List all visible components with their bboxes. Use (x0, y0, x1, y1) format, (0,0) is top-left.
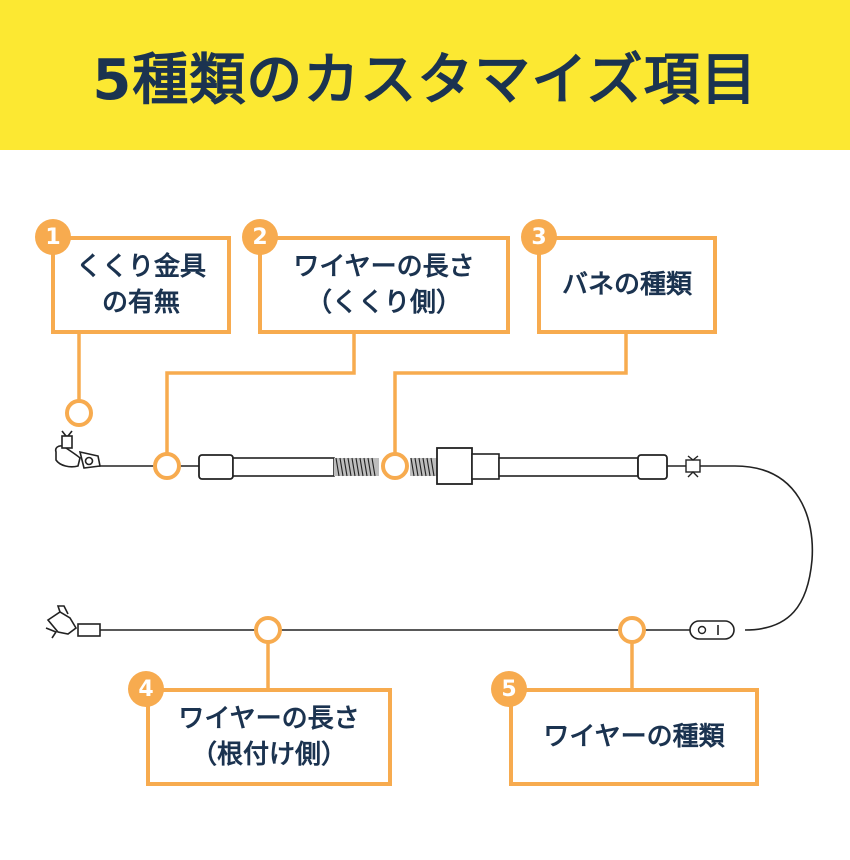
badge-2: 2 (242, 219, 278, 255)
badge-3: 3 (521, 219, 557, 255)
label-1-line-1: くくり金具 (75, 252, 206, 282)
marker-3 (381, 452, 409, 480)
tube-left (232, 457, 335, 477)
spring (334, 457, 438, 477)
anchor-clamp-icon (45, 605, 101, 639)
connector-line-3 (393, 333, 628, 454)
marker-5 (618, 616, 646, 644)
badge-4: 4 (128, 671, 164, 707)
label-2-line-1: ワイヤーの長さ (293, 252, 475, 282)
label-5-line-1: ワイヤーの種類 (543, 722, 725, 752)
tube-right (498, 457, 639, 477)
label-box-1: くくり金具 の有無 (51, 236, 231, 334)
wire-sleeve (689, 620, 735, 640)
label-4-line-2: （根付け側） (190, 740, 347, 770)
label-4-line-1: ワイヤーの長さ (178, 704, 360, 734)
label-box-5: ワイヤーの種類 (509, 688, 759, 786)
label-box-4: ワイヤーの長さ （根付け側） (146, 688, 392, 786)
tube-right-cap (637, 454, 668, 480)
wire-loop (734, 465, 814, 631)
title-banner: 5種類のカスタマイズ項目 (0, 0, 850, 150)
snare-clamp-icon (54, 430, 101, 469)
label-2-line-2: （くくり側） (305, 288, 462, 318)
connector-line-2 (165, 333, 356, 454)
crimp-clip (685, 455, 701, 478)
label-1-line-2: の有無 (101, 288, 180, 318)
marker-4 (254, 616, 282, 644)
marker-2 (153, 452, 181, 480)
label-box-3: バネの種類 (537, 236, 717, 334)
coupler (436, 447, 473, 485)
label-3-line-1: バネの種類 (561, 270, 692, 300)
page-title: 5種類のカスタマイズ項目 (92, 47, 758, 113)
badge-1: 1 (35, 219, 71, 255)
tube-left-cap (198, 454, 234, 480)
label-box-2: ワイヤーの長さ （くくり側） (258, 236, 510, 334)
badge-5: 5 (491, 671, 527, 707)
marker-1 (65, 399, 93, 427)
